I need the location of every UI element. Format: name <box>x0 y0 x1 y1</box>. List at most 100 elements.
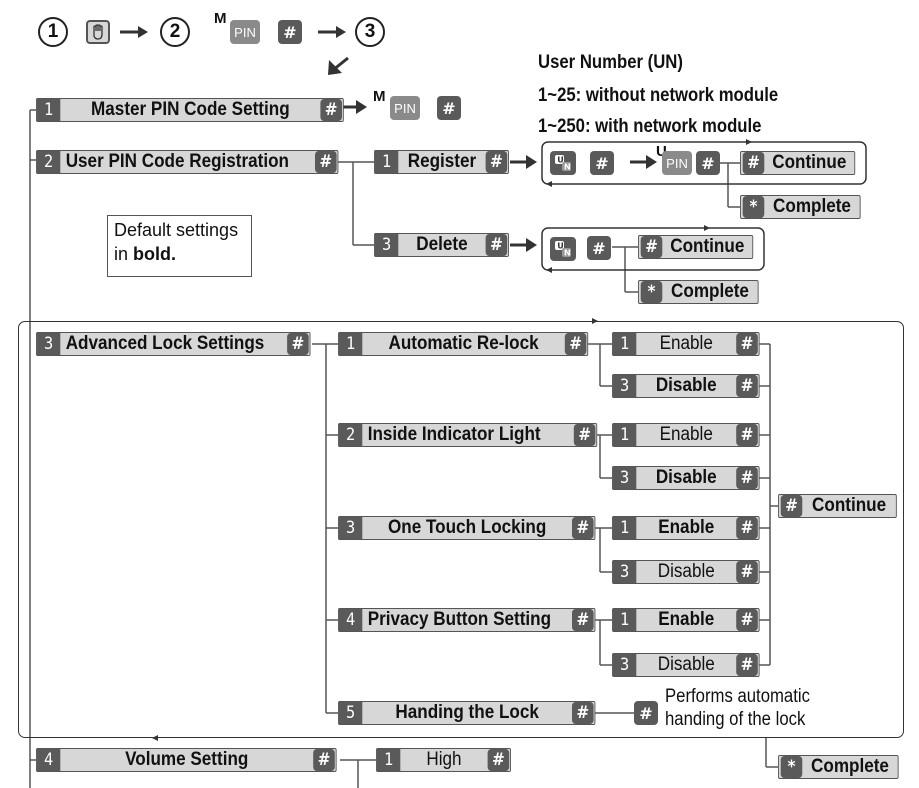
hash-key-icon: # <box>587 236 611 260</box>
register-complete: * Complete <box>740 195 861 219</box>
register-continue: # Continue <box>740 151 856 175</box>
complete-label: Complete <box>773 196 851 217</box>
item-number: 4 <box>338 609 363 631</box>
volume-high: 1 High # <box>376 748 511 772</box>
svg-text:U: U <box>557 156 564 165</box>
hash-key-icon: # <box>564 333 587 355</box>
inside-indicator-item: 2 Inside Indicator Light # <box>338 423 598 447</box>
hash-key-icon: # <box>487 749 510 771</box>
hash-key-icon: # <box>278 20 302 44</box>
hand-touch-icon <box>86 20 110 44</box>
option-number: 3 <box>612 375 637 397</box>
hash-key-icon: # <box>485 234 508 256</box>
step-3-circle: 3 <box>355 17 385 47</box>
item-number: 5 <box>338 702 363 724</box>
hash-key-icon: # <box>287 333 309 355</box>
high-label: High <box>426 749 462 770</box>
delete-complete: * Complete <box>638 280 759 304</box>
hash-key-icon: # <box>320 99 342 121</box>
high-number: 1 <box>376 749 401 771</box>
hash-key-icon: # <box>572 609 594 631</box>
hash-key-icon: # <box>736 467 758 489</box>
complete-label: Complete <box>811 756 889 777</box>
note-line-1: Default settings <box>114 220 239 240</box>
user-number-title: User Number (UN) <box>538 52 683 73</box>
delete-number: 3 <box>374 234 399 256</box>
user-pin-number: 2 <box>36 151 61 173</box>
option-label-bold: Disable <box>655 375 717 396</box>
user-pin-registration: 2 User PIN Code Registration # <box>36 150 339 174</box>
pin-key-icon: PIN <box>390 96 420 120</box>
option-label-bold: Enable <box>658 517 715 538</box>
relock-enable: 1 Enable # <box>612 332 760 356</box>
item-label: Automatic Re-lock <box>388 333 539 354</box>
privacy-disable: 3 Disable # <box>612 653 760 677</box>
star-key-icon: * <box>640 281 663 303</box>
step-1-circle: 1 <box>38 17 68 47</box>
hash-key-icon: # <box>640 236 663 258</box>
hash-key-icon: # <box>736 375 758 397</box>
automatic-relock-item: 1 Automatic Re-lock # <box>338 332 589 356</box>
option-number: 1 <box>612 609 637 631</box>
one-touch-enable: 1 Enable # <box>612 516 760 540</box>
pin-key-icon: PIN <box>230 20 260 44</box>
user-superscript: U <box>656 143 667 160</box>
master-pin-number: 1 <box>36 99 61 121</box>
svg-text:N: N <box>564 249 571 258</box>
register-number: 1 <box>374 151 399 173</box>
advanced-continue: # Continue <box>778 494 897 518</box>
advanced-complete: * Complete <box>778 755 899 779</box>
advanced-label: Advanced Lock Settings <box>65 333 265 354</box>
option-label: Enable <box>659 424 713 445</box>
hash-key-icon: # <box>736 561 758 583</box>
item-label: Inside Indicator Light <box>367 424 541 445</box>
relock-disable: 3 Disable # <box>612 374 760 398</box>
master-superscript: M <box>214 10 227 27</box>
option-number: 3 <box>612 654 637 676</box>
advanced-number: 3 <box>36 333 61 355</box>
default-settings-note: Default settings in bold. <box>107 215 252 277</box>
svg-text:N: N <box>564 163 571 172</box>
hash-key-icon: # <box>736 654 758 676</box>
hash-key-icon: # <box>736 424 758 446</box>
handing-note-line-1: Performs automatic <box>665 686 810 707</box>
option-label: Enable <box>659 333 713 354</box>
hash-key-icon: # <box>696 151 720 175</box>
hash-key-icon: # <box>780 495 803 517</box>
handing-note-line-2: handing of the lock <box>665 709 806 730</box>
continue-label: Continue <box>670 236 745 257</box>
volume-label: Volume Setting <box>125 749 249 770</box>
one-touch-locking-item: 3 One Touch Locking # <box>338 516 596 540</box>
pin-key-icon: PIN <box>662 151 692 175</box>
hash-key-icon: # <box>736 609 758 631</box>
option-label: Disable <box>657 561 715 582</box>
continue-label: Continue <box>772 152 847 173</box>
indicator-disable: 3 Disable # <box>612 466 760 490</box>
note-line-2-prefix: in <box>114 244 134 264</box>
star-key-icon: * <box>780 756 803 778</box>
hash-key-icon: # <box>572 517 594 539</box>
one-touch-disable: 3 Disable # <box>612 560 760 584</box>
volume-setting: 4 Volume Setting # <box>36 748 337 772</box>
hash-key-icon: # <box>572 702 594 724</box>
hash-key-icon: # <box>485 151 508 173</box>
delete-option: 3 Delete # <box>374 233 509 257</box>
hash-key-icon: # <box>736 517 758 539</box>
item-number: 2 <box>338 424 363 446</box>
volume-number: 4 <box>36 749 61 771</box>
handing-lock-item: 5 Handing the Lock # <box>338 701 596 725</box>
item-label: Handing the Lock <box>395 702 539 723</box>
hash-key-icon: # <box>590 151 614 175</box>
hash-key-icon: # <box>634 701 658 725</box>
item-number: 3 <box>338 517 363 539</box>
option-number: 3 <box>612 467 637 489</box>
user-number-range-without: 1~25: without network module <box>538 85 779 106</box>
hash-key-icon: # <box>315 151 337 173</box>
master-superscript: M <box>373 88 386 105</box>
master-pin-setting: 1 Master PIN Code Setting # <box>36 98 344 122</box>
hash-key-icon: # <box>573 424 596 446</box>
svg-text:U: U <box>557 242 564 251</box>
